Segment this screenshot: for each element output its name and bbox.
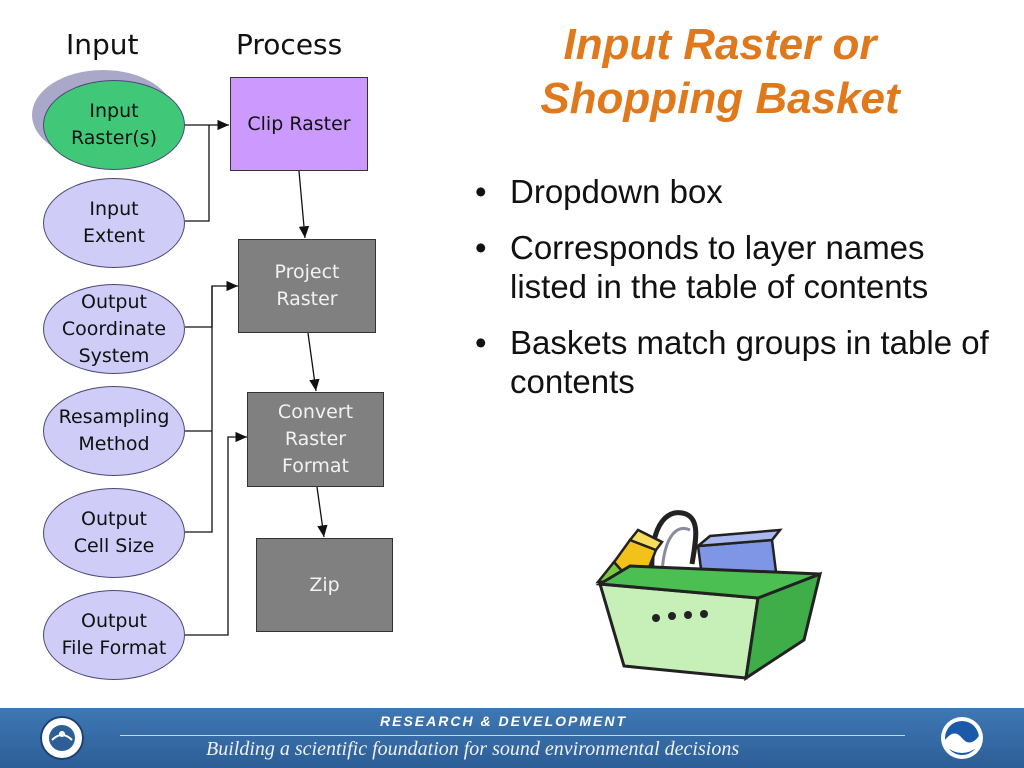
input-column-header: Input <box>66 28 139 61</box>
convert-raster-format-process: Convert Raster Format <box>247 392 384 487</box>
process-column-header: Process <box>236 28 343 61</box>
bullet-item: •Corresponds to layer names listed in th… <box>475 229 929 305</box>
project-raster-process: Project Raster <box>238 239 376 333</box>
footer-divider <box>120 735 905 736</box>
connector-cellsize <box>185 286 213 533</box>
footer-banner: RESEARCH & DEVELOPMENT Building a scient… <box>0 708 1024 768</box>
resampling-method-node: Resampling Method <box>43 386 185 476</box>
arrow-format-to-convert <box>185 431 247 636</box>
footer-tagline: Building a scientific foundation for sou… <box>206 738 740 760</box>
bullet-list: •Dropdown box •Corresponds to layer name… <box>470 172 990 418</box>
bullet-text: Corresponds to layer names listed in the… <box>510 229 929 305</box>
arrow-convert-to-zip <box>316 486 328 538</box>
bullet-text: Baskets match groups in table of content… <box>510 324 989 400</box>
bullet-item: •Baskets match groups in table of conten… <box>475 324 989 400</box>
input-raster-node: Input Raster(s) <box>43 80 185 170</box>
output-file-format-node: Output File Format <box>43 590 185 680</box>
footer-heading: RESEARCH & DEVELOPMENT <box>380 713 628 729</box>
output-coordinate-system-node: Output Coordinate System <box>43 284 185 374</box>
bullet-item: •Dropdown box <box>475 173 723 210</box>
input-extent-node: Input Extent <box>43 178 185 268</box>
bullet-text: Dropdown box <box>510 173 723 210</box>
clip-raster-process: Clip Raster <box>230 77 368 171</box>
flow-connectors <box>185 119 328 636</box>
zip-process: Zip <box>256 538 393 632</box>
connector-extent-to-clip <box>185 125 210 222</box>
shopping-basket-icon <box>595 510 823 682</box>
slide-title: Input Raster or Shopping Basket <box>540 20 900 123</box>
output-cell-size-node: Output Cell Size <box>43 488 185 578</box>
arrow-project-to-convert <box>307 332 320 392</box>
arrow-clip-to-project <box>298 170 310 239</box>
epa-seal-icon <box>40 716 84 760</box>
noaa-logo-icon <box>941 717 983 759</box>
